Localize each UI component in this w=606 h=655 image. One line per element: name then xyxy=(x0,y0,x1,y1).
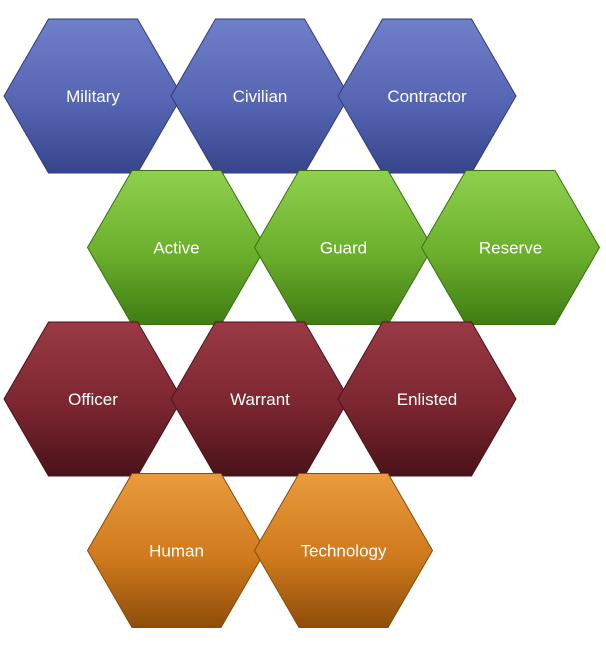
hexagon-active: Active xyxy=(86,170,267,325)
hexagon-civilian: Civilian xyxy=(170,18,350,174)
hexagon-human: Human xyxy=(86,473,267,628)
hexagon-military: Military xyxy=(3,18,183,174)
hexagon-shape xyxy=(420,170,601,325)
hexagon-enlisted: Enlisted xyxy=(337,321,517,477)
hexagon-label: Human xyxy=(149,542,204,561)
hexagon-label: Military xyxy=(66,87,120,106)
hexagon-label: Warrant xyxy=(230,390,290,409)
hexagon-technology: Technology xyxy=(253,473,434,628)
hexagon-label: Civilian xyxy=(233,87,288,106)
hexagon-label: Reserve xyxy=(479,239,542,258)
hexagon-warrant: Warrant xyxy=(170,321,350,477)
hexagon-label: Technology xyxy=(300,542,387,561)
hexagon-guard: Guard xyxy=(253,170,434,325)
hexagon-reserve: Reserve xyxy=(420,170,601,325)
hexagon-label: Officer xyxy=(68,390,118,409)
hexagon-shape xyxy=(337,321,517,477)
hexagon-label: Guard xyxy=(320,239,367,258)
hexagon-shape xyxy=(253,473,434,628)
hexagon-contractor: Contractor xyxy=(337,18,517,174)
hexagon-officer: Officer xyxy=(3,321,183,477)
hexagon-label: Enlisted xyxy=(397,390,457,409)
hexagon-label: Active xyxy=(153,239,199,258)
hexagon-label: Contractor xyxy=(387,87,467,106)
hexagon-shape xyxy=(86,473,267,628)
